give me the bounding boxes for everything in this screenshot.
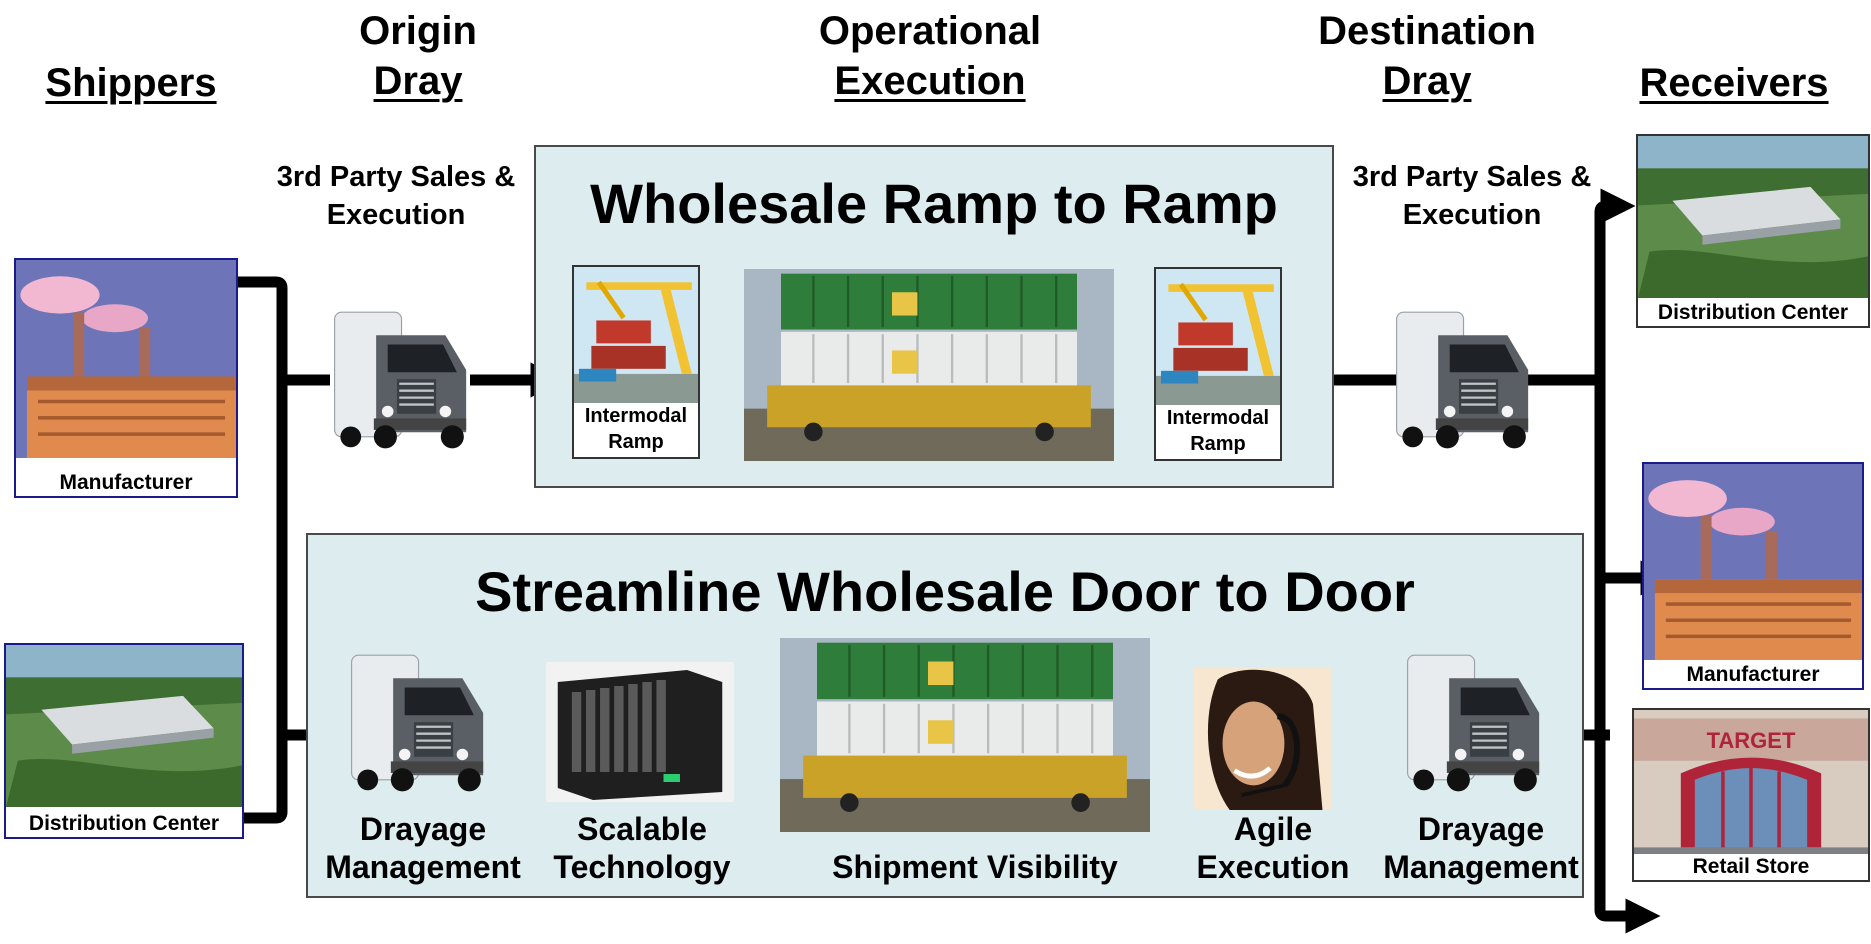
- store-sign: TARGET: [1706, 728, 1796, 753]
- warehouse-icon: [6, 645, 242, 807]
- server-rack-icon: [546, 662, 734, 802]
- destination-truck-icon: [1395, 311, 1530, 450]
- factory-icon: [16, 260, 236, 458]
- ramp-right-label-2: Ramp: [1190, 433, 1246, 455]
- shipper-manufacturer-card: Manufacturer: [14, 258, 238, 498]
- label-shipment-visibility: Shipment Visibility: [832, 849, 1118, 885]
- intermodal-ramp-right: Intermodal Ramp: [1154, 267, 1282, 461]
- origin-truck-icon: [333, 311, 468, 450]
- shipment-railcar-icon: [780, 638, 1150, 832]
- header-origin-dray: Origin Dray: [359, 9, 477, 103]
- receiver-manufacturer-label: Manufacturer: [1644, 662, 1862, 688]
- wholesale-ramp-title: Wholesale Ramp to Ramp: [590, 172, 1278, 235]
- label-drayage-management-left: Drayage Management: [325, 811, 521, 885]
- streamline-door-title: Streamline Wholesale Door to Door: [475, 560, 1415, 623]
- third-party-sales-left: 3rd Party Sales & Execution: [276, 161, 516, 231]
- headset-agent-icon: [1194, 667, 1332, 810]
- receiver-manufacturer-card: Manufacturer: [1642, 462, 1864, 690]
- intermodal-crane-icon: [1156, 269, 1280, 409]
- double-stack-railcar-icon: [744, 269, 1114, 461]
- streamline-door-panel: Streamline Wholesale Door to Door: [306, 533, 1584, 898]
- drayage-truck-icon-left: [350, 654, 485, 793]
- label-scalable-technology: Scalable Technology: [553, 811, 731, 885]
- ramp-left-label-1: Intermodal: [584, 405, 688, 427]
- factory-icon: [1644, 464, 1862, 660]
- warehouse-icon: [1638, 136, 1868, 298]
- shipper-distribution-center-card: Distribution Center: [4, 643, 244, 839]
- intermodal-ramp-left: Intermodal Ramp: [572, 265, 700, 459]
- third-party-sales-right: 3rd Party Sales & Execution: [1352, 161, 1592, 231]
- header-receivers: Receivers: [1639, 61, 1829, 105]
- header-operational-execution: Operational Execution: [818, 9, 1042, 103]
- ramp-left-label-2: Ramp: [608, 431, 664, 453]
- shipper-distribution-center-label: Distribution Center: [6, 811, 242, 837]
- receiver-distribution-center-card: Distribution Center: [1636, 134, 1870, 328]
- receiver-distribution-center-label: Distribution Center: [1638, 300, 1868, 326]
- wholesale-ramp-panel: Wholesale Ramp to Ramp Intermodal Ramp I…: [534, 145, 1334, 488]
- label-drayage-management-right: Drayage Management: [1383, 811, 1579, 885]
- label-agile-execution: Agile Execution: [1196, 811, 1350, 885]
- intermodal-crane-icon: [574, 267, 698, 407]
- ramp-right-label-1: Intermodal: [1166, 407, 1270, 429]
- header-destination-dray: Destination Dray: [1318, 9, 1536, 103]
- shipper-manufacturer-label: Manufacturer: [16, 470, 236, 496]
- header-shippers: Shippers: [45, 61, 217, 105]
- drayage-truck-icon-right: [1406, 654, 1541, 793]
- receiver-retail-store-label: Retail Store: [1634, 854, 1868, 880]
- receiver-retail-store-card: TARGET Retail Store: [1632, 708, 1870, 882]
